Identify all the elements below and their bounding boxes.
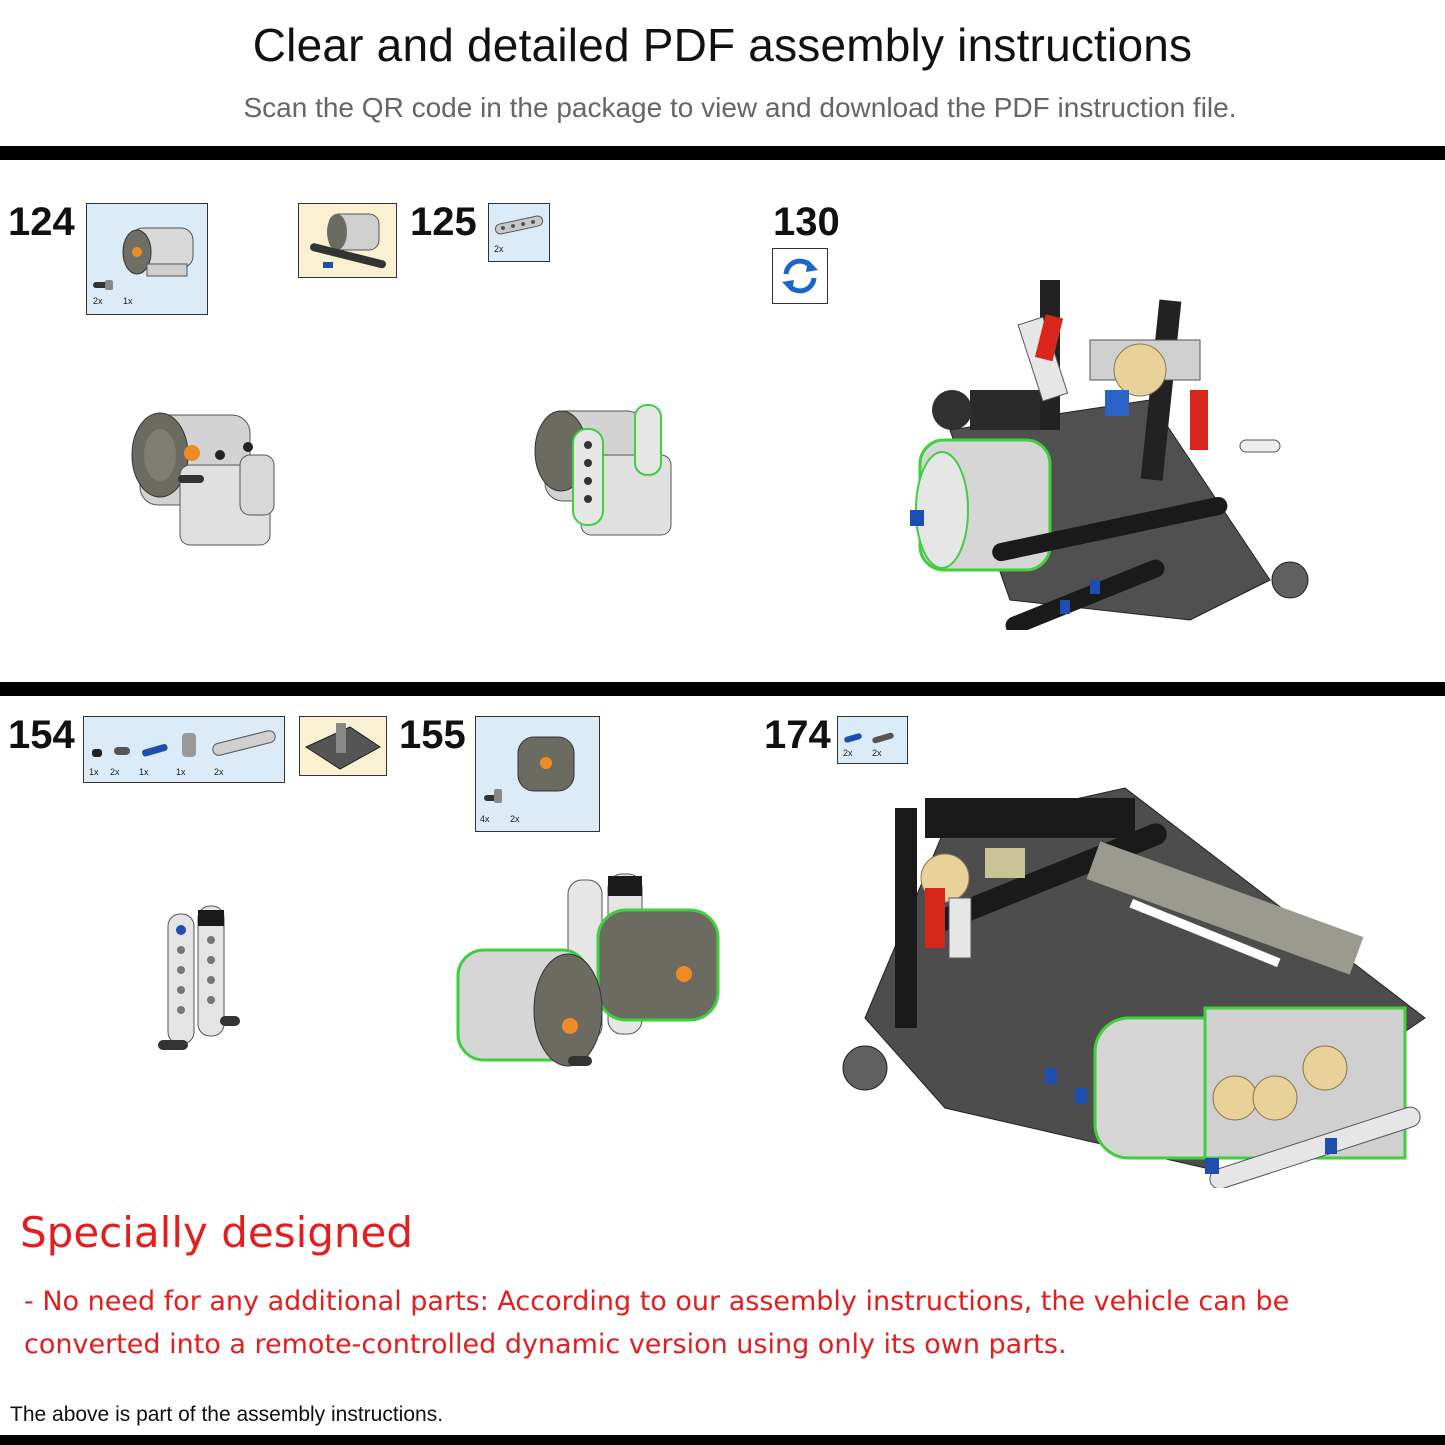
parts-174-illustration	[844, 732, 894, 744]
step-number-125: 125	[410, 200, 477, 244]
step-number-174: 174	[764, 713, 831, 757]
step-124-model	[131, 412, 275, 546]
divider-middle	[0, 682, 1445, 696]
parts-list-125: 2x	[488, 203, 550, 262]
step-174-model	[842, 787, 1426, 1188]
divider-top	[0, 146, 1445, 160]
qty-155-b: 2x	[510, 814, 520, 824]
page-title: Clear and detailed PDF assembly instruct…	[252, 19, 1193, 71]
qty-124-b: 1x	[123, 296, 133, 306]
qty-174-a: 2x	[843, 748, 853, 758]
qty-154-c: 1x	[139, 767, 149, 777]
qty-174-b: 2x	[872, 748, 882, 758]
step-number-154: 154	[8, 713, 75, 757]
divider-bottom	[0, 1435, 1445, 1445]
footer-note: The above is part of the assembly instru…	[10, 1403, 444, 1426]
parts-154-illustration	[92, 730, 276, 757]
parts-list-124: 2x 1x	[86, 203, 208, 315]
parts-list-155: 4x 2x	[475, 716, 600, 832]
step-125-model	[534, 404, 672, 536]
subassembly-thumb-125	[298, 203, 397, 278]
step-130-model	[910, 280, 1309, 630]
parts-155-illustration	[484, 736, 575, 803]
page-subtitle: Scan the QR code in the package to view …	[243, 92, 1237, 123]
step-number-130: 130	[773, 200, 840, 244]
parts-list-154: 1x 2x 1x 1x 2x	[83, 716, 285, 783]
feature-heading: Specially designed	[20, 1208, 414, 1257]
qty-125-a: 2x	[494, 244, 504, 254]
parts-list-174: 2x 2x	[837, 716, 908, 764]
subassembly-155-illustration	[304, 723, 381, 770]
step-number-124: 124	[8, 200, 75, 244]
qty-124-a: 2x	[93, 296, 103, 306]
rotate-icon	[782, 258, 818, 294]
feature-line-2: converted into a remote-controlled dynam…	[24, 1329, 1067, 1360]
qty-154-e: 2x	[214, 767, 224, 777]
qty-154-b: 2x	[110, 767, 120, 777]
parts-124-illustration	[93, 227, 194, 290]
step-155-model	[456, 873, 720, 1067]
subassembly-thumb-155	[299, 716, 387, 776]
rotate-model-box	[772, 248, 828, 304]
qty-154-a: 1x	[89, 767, 99, 777]
subassembly-125-illustration	[310, 213, 386, 269]
feature-description: - No need for any additional parts: Acco…	[24, 1280, 1424, 1366]
parts-125-illustration	[494, 215, 544, 235]
qty-155-a: 4x	[480, 814, 490, 824]
feature-line-1: - No need for any additional parts: Acco…	[24, 1286, 1290, 1317]
step-154-model	[158, 905, 240, 1050]
qty-154-d: 1x	[176, 767, 186, 777]
step-number-155: 155	[399, 713, 466, 757]
